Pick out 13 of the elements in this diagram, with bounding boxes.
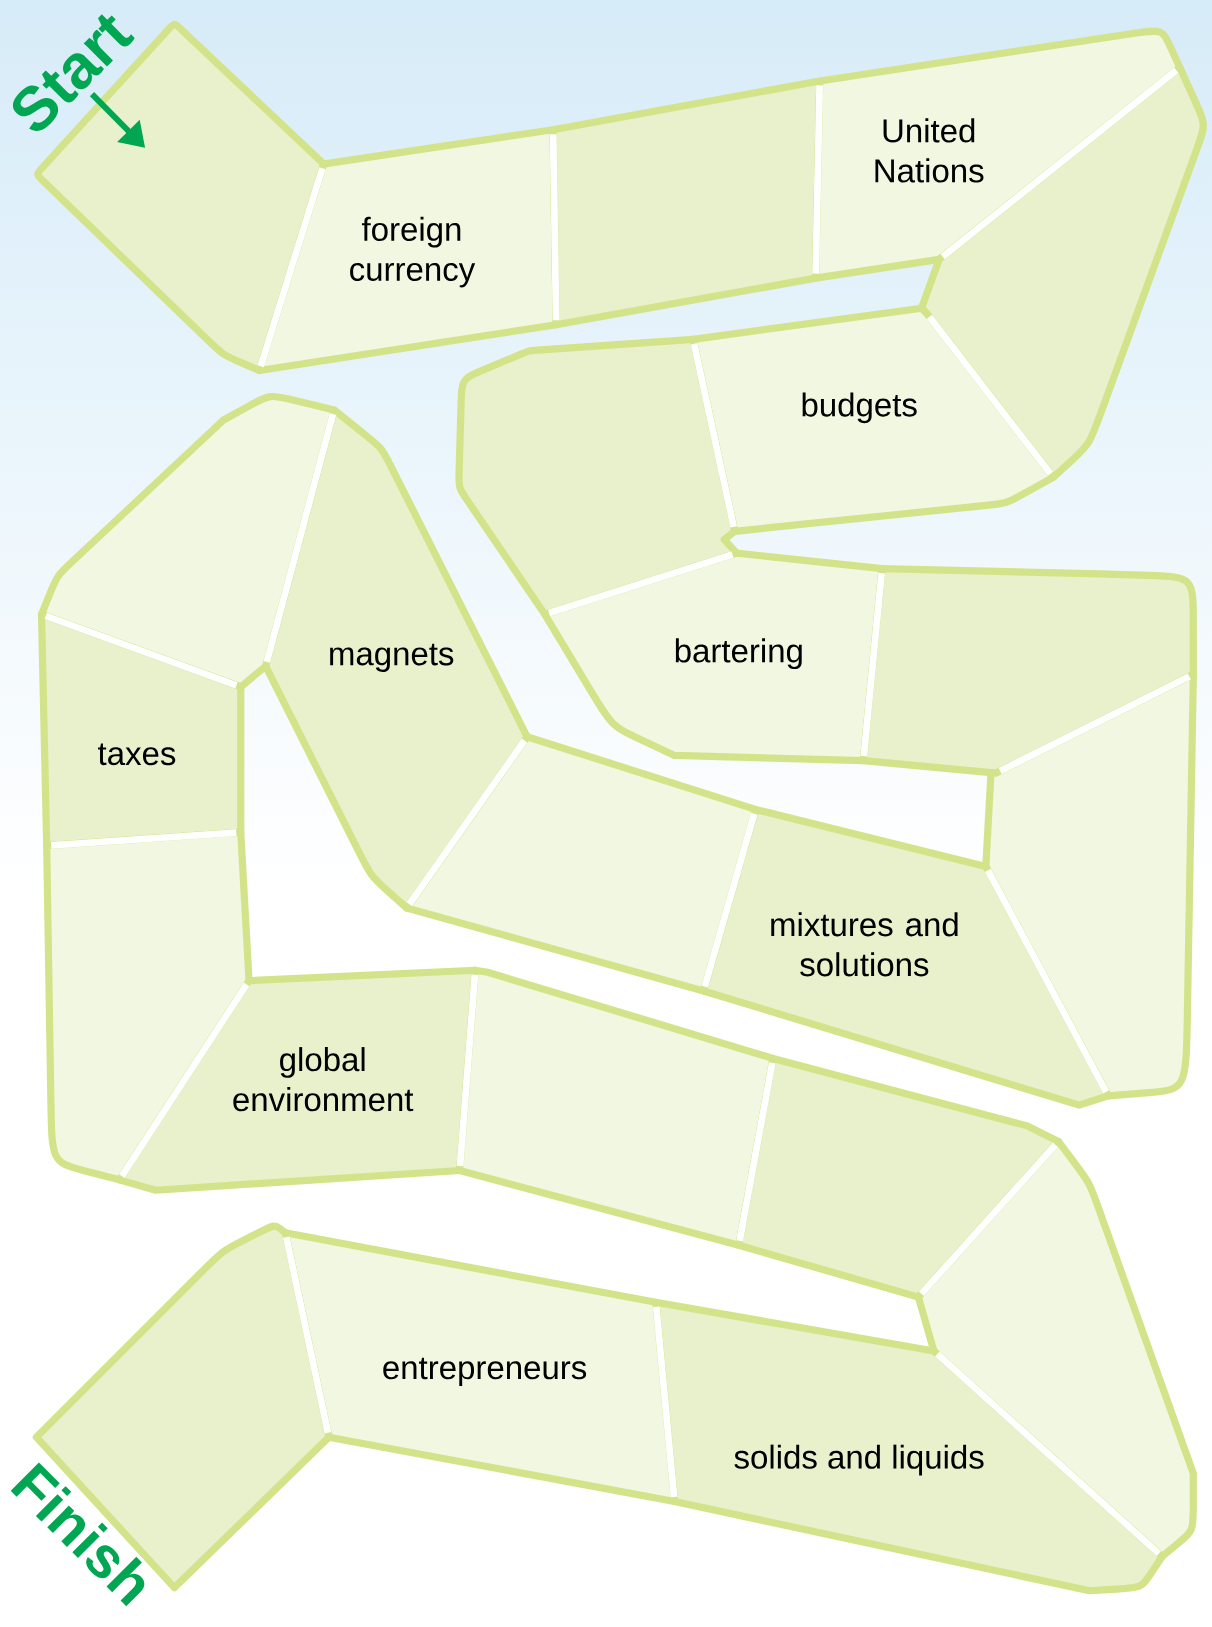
board-space: bartering bbox=[541, 549, 886, 765]
board-space bbox=[982, 670, 1197, 1100]
board-space: taxes bbox=[37, 610, 245, 850]
board-space bbox=[859, 565, 1197, 777]
board-space: United Nations bbox=[812, 27, 1184, 282]
board-space: magnets bbox=[262, 406, 531, 912]
board-space: foreign currency bbox=[255, 126, 560, 375]
board-space: solids and liquids bbox=[652, 1298, 1166, 1595]
board-space bbox=[735, 1054, 1062, 1301]
board-space: budgets bbox=[689, 304, 1057, 535]
board-space: global environment bbox=[115, 966, 479, 1194]
board-space: mixtures and solutions bbox=[699, 805, 1112, 1109]
board-space: entrepreneurs bbox=[281, 1229, 679, 1506]
